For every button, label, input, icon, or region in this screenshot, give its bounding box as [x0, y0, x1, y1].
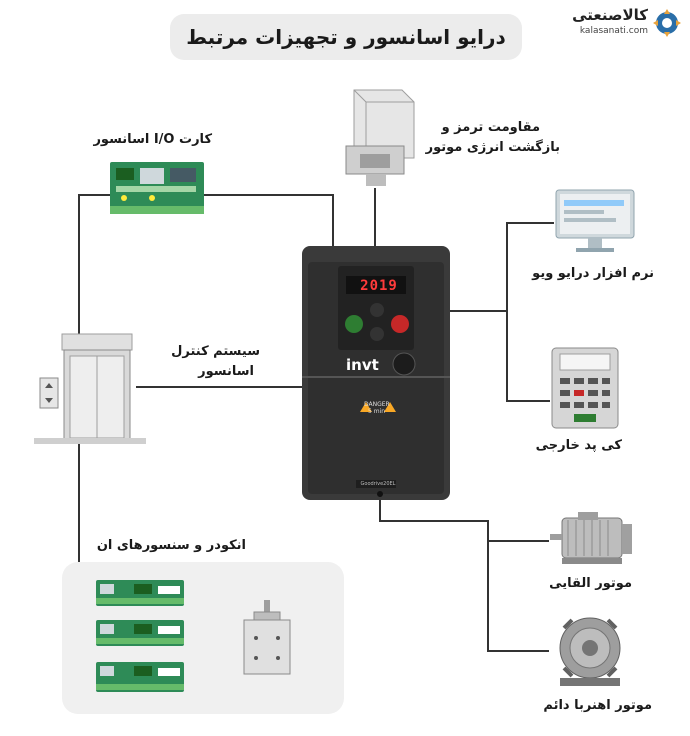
gear-icon — [653, 9, 681, 37]
line-resistor — [374, 188, 376, 246]
control-system-label-1: سیستم کنترل — [171, 344, 260, 359]
pm-motor-image — [559, 617, 621, 686]
logo-name: کالاصنعتی — [572, 6, 648, 24]
invt-drive — [302, 246, 450, 500]
logo: کالاصنعتی kalasanati.com — [566, 6, 684, 42]
line-motor-vertical — [487, 520, 489, 650]
io-card-label: کارت I/O اسانسور — [93, 132, 212, 147]
control-system-label-2: اسانسور — [198, 364, 254, 379]
line-drive-bottom — [379, 500, 381, 522]
induction-motor-image — [550, 512, 632, 564]
encoder-board-3 — [96, 662, 184, 692]
drive-warning-2: 5 min — [368, 408, 386, 415]
line-elevator-down — [78, 442, 80, 564]
page-title: درایو اسانسور و تجهیزات مرتبط — [170, 14, 522, 60]
encoder-label: انکودر و سنسورهای ان — [96, 538, 246, 553]
elevator-image — [34, 333, 146, 444]
induction-motor-label: موتور القایی — [549, 576, 632, 591]
line-keypad — [506, 400, 550, 402]
brake-resistor-image — [345, 89, 415, 186]
line-control — [136, 386, 302, 388]
pm-motor-label: موتور اهنربا دائم — [543, 698, 652, 713]
logo-site: kalasanati.com — [579, 26, 648, 36]
rotary-encoder-image — [243, 600, 291, 675]
drive-display: 2019 — [360, 278, 398, 294]
line-right-vertical — [506, 222, 508, 402]
keypad-label: کی پد خارجی — [535, 438, 622, 453]
io-card-image — [110, 162, 204, 214]
line-motor-horizontal — [379, 520, 489, 522]
line-motor1 — [487, 540, 549, 542]
computer-monitor-image — [555, 189, 635, 252]
line-motor2 — [487, 650, 549, 652]
drive-brand: invt — [346, 356, 379, 374]
software-label: نرم افزار درایو ویو — [532, 266, 654, 281]
keypad-image — [551, 347, 619, 429]
encoder-board-2 — [96, 620, 184, 646]
brake-resistor-label-1: مقاومت ترمز و — [441, 120, 540, 135]
line-right-top — [450, 310, 508, 312]
drive-warning-1: DANGER — [364, 401, 390, 408]
line-software — [506, 222, 554, 224]
drive-model: Goodrive20EL — [360, 481, 396, 487]
line-io-top — [79, 194, 334, 196]
line-io-left — [78, 194, 80, 334]
line-io-right — [332, 194, 334, 246]
encoder-board-1 — [96, 580, 184, 606]
brake-resistor-label-2: بازگشت انرژی موتور — [425, 140, 560, 155]
